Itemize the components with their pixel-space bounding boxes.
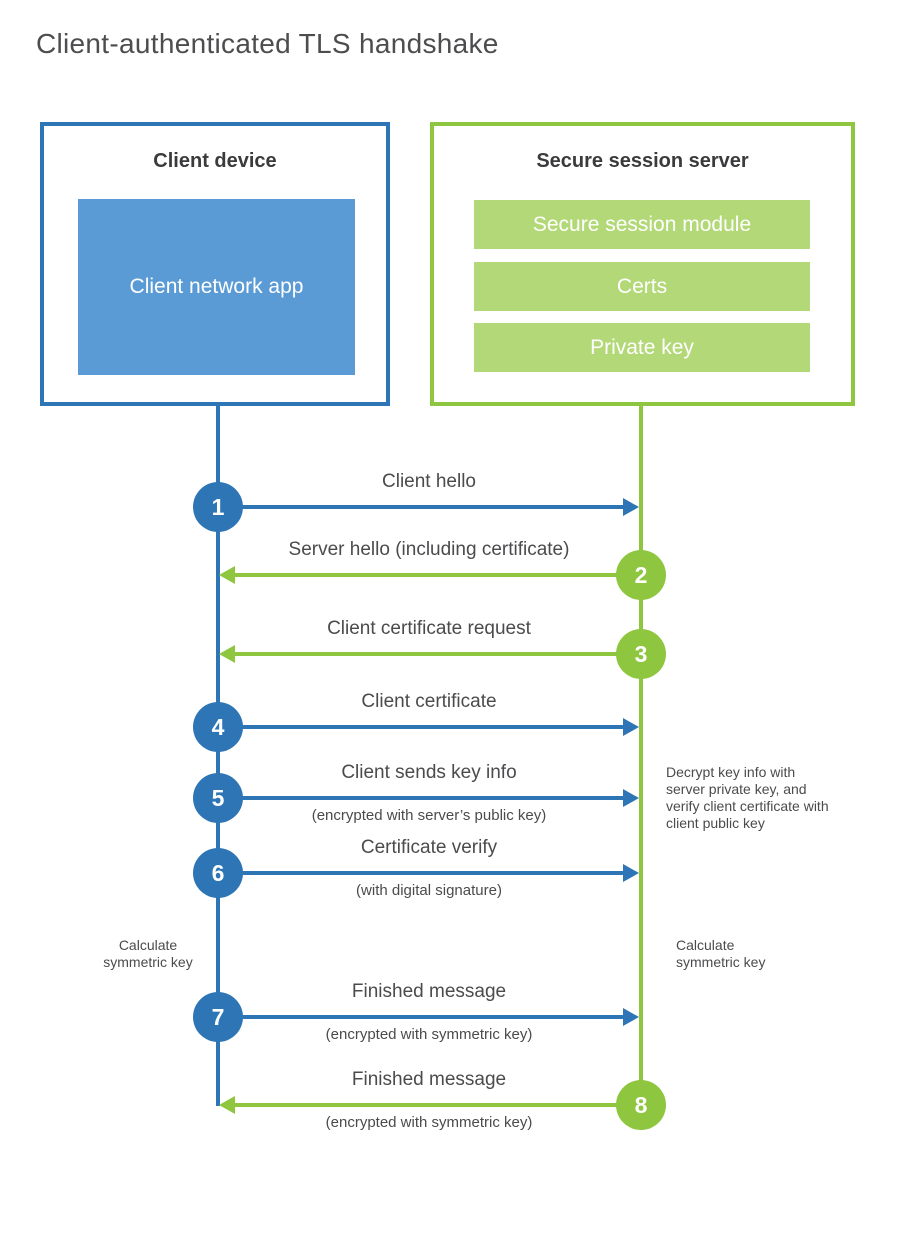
client-device-header: Client device <box>153 150 277 172</box>
step-2-badge: 2 <box>616 550 666 600</box>
step-5-label: Client sends key info <box>341 762 517 783</box>
step-7-sublabel: (encrypted with symmetric key) <box>325 1026 533 1043</box>
step-3-badge: 3 <box>616 629 666 679</box>
step-3-arrowhead-icon <box>219 645 235 663</box>
step-1-arrow <box>218 505 626 509</box>
step-4-arrow <box>218 725 626 729</box>
step-8-label: Finished message <box>351 1069 507 1090</box>
step-8-badge: 8 <box>616 1080 666 1130</box>
step-5-sublabel: (encrypted with server’s public key) <box>311 807 547 824</box>
step-5-badge: 5 <box>193 773 243 823</box>
step-7-badge: 7 <box>193 992 243 1042</box>
secure-session-server-header: Secure session server <box>536 150 749 172</box>
step-4-label: Client certificate <box>361 691 497 712</box>
client-lifeline <box>216 404 220 1106</box>
client-network-app-label: Client network app <box>129 275 304 299</box>
server-module-secure-session: Secure session module <box>474 200 810 249</box>
step-6-badge: 6 <box>193 848 243 898</box>
step-5-arrowhead-icon <box>623 789 639 807</box>
step-7-arrowhead-icon <box>623 1008 639 1026</box>
step-8-sublabel: (encrypted with symmetric key) <box>325 1114 533 1131</box>
server-lifeline <box>639 404 643 1106</box>
step-7-label: Finished message <box>351 981 507 1002</box>
step-3-label: Client certificate request <box>327 618 531 639</box>
step-6-sublabel: (with digital signature) <box>356 882 502 899</box>
step-6-arrowhead-icon <box>623 864 639 882</box>
step-7-arrow <box>218 1015 626 1019</box>
step-1-arrowhead-icon <box>623 498 639 516</box>
secure-session-server-box: Secure session server Secure session mod… <box>430 122 855 406</box>
step-5-arrow <box>218 796 626 800</box>
step-3-arrow <box>233 652 641 656</box>
step-8-arrow <box>233 1103 641 1107</box>
step-2-arrow <box>233 573 641 577</box>
server-calculate-key-note: Calculate symmetric key <box>676 937 766 970</box>
step-1-label: Client hello <box>382 471 476 492</box>
page-title: Client-authenticated TLS handshake <box>36 28 499 59</box>
server-module-private-key: Private key <box>474 323 810 372</box>
step-6-label: Certificate verify <box>360 837 498 858</box>
server-module-certs: Certs <box>474 262 810 311</box>
step-6-arrow <box>218 871 626 875</box>
step-4-badge: 4 <box>193 702 243 752</box>
step-2-label: Server hello (including certificate) <box>288 539 570 560</box>
step-4-arrowhead-icon <box>623 718 639 736</box>
step-1-badge: 1 <box>193 482 243 532</box>
client-network-app-box: Client network app <box>78 199 355 375</box>
step-2-arrowhead-icon <box>219 566 235 584</box>
server-decrypt-note: Decrypt key info with server private key… <box>666 764 829 831</box>
client-calculate-key-note: Calculate symmetric key <box>103 937 193 970</box>
step-8-arrowhead-icon <box>219 1096 235 1114</box>
client-device-box: Client device Client network app <box>40 122 390 406</box>
